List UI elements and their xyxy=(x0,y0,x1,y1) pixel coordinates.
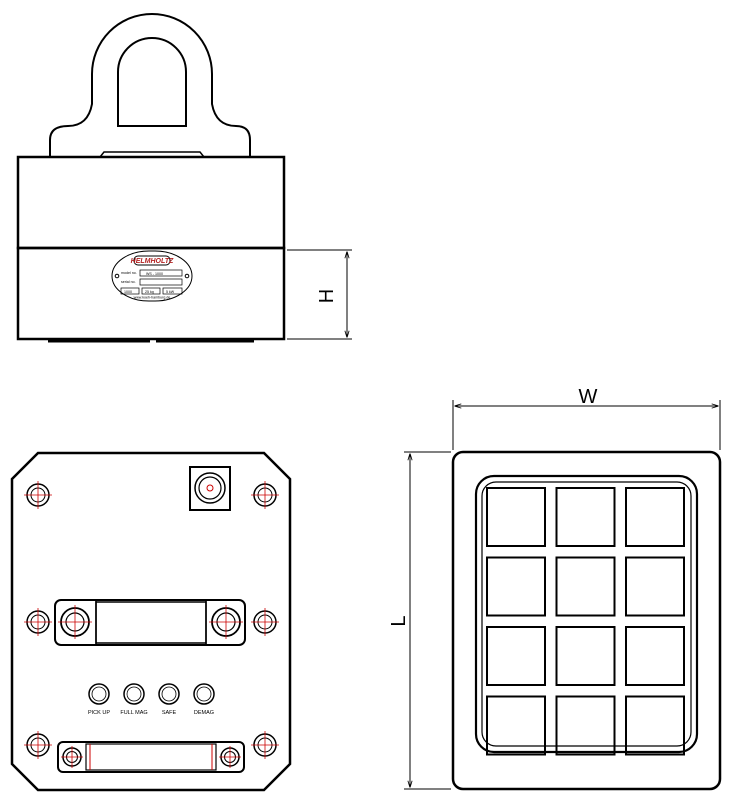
lifting-shackle xyxy=(49,13,251,157)
pole-face-view xyxy=(451,450,722,791)
pole-face-frame-inner xyxy=(481,481,692,747)
pick-up-label: PICK UP xyxy=(88,710,110,716)
nameplate-brand: HELMHOLTZ xyxy=(131,258,174,265)
nameplate-cell-1 xyxy=(120,287,140,295)
bolt-handle-right xyxy=(209,605,243,639)
nameplate-row2-label: serial no. xyxy=(121,280,136,284)
nameplate-cell-2-value: 25 kg xyxy=(145,290,154,294)
pole-cell xyxy=(555,695,616,756)
demag-label: DEMAG xyxy=(194,710,214,716)
length-label: L xyxy=(388,615,410,626)
pole-cell xyxy=(555,556,616,617)
bolt-corner-bottom-left xyxy=(24,731,52,759)
pole-cell xyxy=(486,695,546,756)
nameplate-rivet-right xyxy=(184,273,190,279)
pole-cell xyxy=(555,626,616,686)
bolt-bottom-handle-right xyxy=(219,746,241,768)
pole-cell xyxy=(625,626,685,686)
nameplate-row2-box xyxy=(139,278,183,286)
handle-plate xyxy=(54,599,246,646)
nameplate-cell-3 xyxy=(162,287,183,295)
nameplate-rivet-left xyxy=(114,273,120,279)
bolt-side-left xyxy=(24,608,52,636)
magnet-upper-body xyxy=(16,155,286,250)
bolt-corner-bottom-right xyxy=(251,731,279,759)
nameplate-website: www.koeh-hamburg.de xyxy=(134,296,171,300)
top-view-outline xyxy=(10,451,292,792)
height-label: H xyxy=(316,289,338,303)
width-label: W xyxy=(579,386,598,408)
safe-button[interactable] xyxy=(158,683,180,705)
pole-cell xyxy=(486,487,546,547)
nameplate-row1-label: model no. xyxy=(121,271,137,275)
nameplate-cell-1-value: 1000 xyxy=(124,290,132,294)
pole-cell xyxy=(486,626,546,686)
bolt-side-right xyxy=(251,608,279,636)
length-dimension xyxy=(404,451,451,790)
top-view xyxy=(10,451,292,792)
control-panel xyxy=(88,683,215,705)
shackle-base xyxy=(99,151,205,158)
pole-cell xyxy=(625,695,685,756)
nameplate-logo-box xyxy=(133,255,171,266)
nameplate-row1-value: WS - 1000 xyxy=(146,272,163,276)
bolt-bottom-handle-left xyxy=(61,746,83,768)
pole-cell xyxy=(625,487,685,547)
demag-button[interactable] xyxy=(193,683,215,705)
pole-cell xyxy=(625,556,685,617)
pole-cell xyxy=(486,556,546,617)
pole-face-frame xyxy=(474,474,699,754)
front-view xyxy=(16,13,286,343)
nameplate: HELMHOLTZ model no. WS - 1000 serial no.… xyxy=(111,250,193,302)
shackle-eye xyxy=(117,37,187,127)
bolt-handle-left xyxy=(58,605,92,639)
bottom-handle-bar xyxy=(85,743,217,771)
power-connector-socket xyxy=(189,466,231,511)
safe-label: SAFE xyxy=(162,710,177,716)
pick-up-button[interactable] xyxy=(88,683,110,705)
bolt-corner-top-right xyxy=(251,481,279,509)
power-connector-pin xyxy=(206,484,214,492)
bottom-handle-plate xyxy=(57,741,245,773)
power-connector-ring-inner xyxy=(198,476,222,500)
pole-cell xyxy=(555,487,616,547)
width-dimension xyxy=(452,400,721,450)
top-view-bolts xyxy=(24,481,279,768)
nameplate-oval xyxy=(111,250,193,302)
pole-grid xyxy=(486,487,685,756)
full-mag-button[interactable] xyxy=(123,683,145,705)
full-mag-label: FULL MAG xyxy=(120,710,147,716)
nameplate-row1-box xyxy=(139,269,183,277)
nameplate-cell-3-value: 5 kW xyxy=(166,290,175,294)
power-connector-ring-outer xyxy=(194,472,226,504)
magnet-lower-body xyxy=(16,246,286,341)
handle-bar xyxy=(95,601,207,644)
bolt-corner-top-left xyxy=(24,481,52,509)
pole-face-outer xyxy=(451,450,722,791)
nameplate-cell-2 xyxy=(141,287,161,295)
height-dimension xyxy=(287,249,352,340)
